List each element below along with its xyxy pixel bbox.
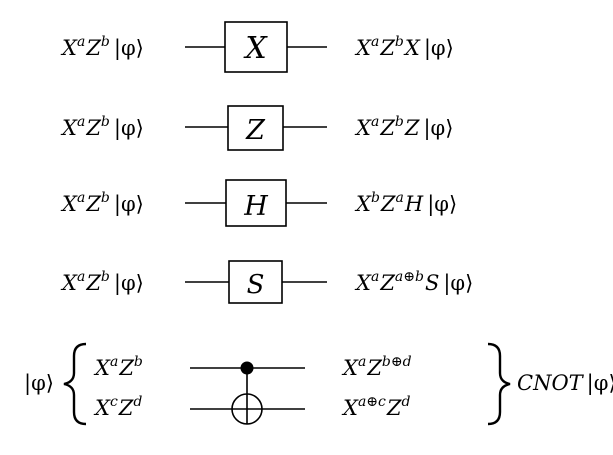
control-dot xyxy=(240,361,254,375)
gate-label: S xyxy=(247,270,265,300)
cnot-section: |φ⟩ XaZb XcZd XaZb⊕d Xa⊕cZd CNOT|φ⟩ xyxy=(24,342,613,426)
gate-row-s: XaZb|φ⟩ S XaZa⊕bS|φ⟩ xyxy=(60,260,473,304)
row-input-expression: XaZb|φ⟩ xyxy=(60,114,144,141)
cnot-output-top: XaZb⊕d xyxy=(341,354,412,380)
row-output-expression: XaZbX|φ⟩ xyxy=(354,34,454,61)
row-output-expression: XbZaH|φ⟩ xyxy=(354,190,457,217)
gate-box xyxy=(227,105,284,151)
row-output-expression: XaZbZ|φ⟩ xyxy=(354,114,453,141)
cnot-input-ket: |φ⟩ xyxy=(24,371,54,396)
left-brace xyxy=(63,342,87,426)
gate-label: X xyxy=(243,31,268,66)
cnot-input-bottom: XcZd xyxy=(93,394,142,420)
row-input-expression: XaZb|φ⟩ xyxy=(60,190,144,217)
gate-row-x: XaZb|φ⟩ X XaZbX|φ⟩ xyxy=(60,21,454,73)
target-oplus xyxy=(231,393,263,425)
gate-label: H xyxy=(243,191,268,222)
right-brace xyxy=(487,342,511,426)
row-input-expression: XaZb|φ⟩ xyxy=(60,34,144,61)
gate-row-h: XaZb|φ⟩ H XbZaH|φ⟩ xyxy=(60,179,457,227)
cnot-output-bottom: Xa⊕cZd xyxy=(341,394,410,420)
cnot-result-expression: CNOT|φ⟩ xyxy=(517,371,613,396)
gate-box xyxy=(225,179,287,227)
cnot-input-top: XaZb xyxy=(93,354,143,380)
row-input-expression: XaZb|φ⟩ xyxy=(60,269,144,296)
gate-label: Z xyxy=(245,115,266,146)
gate-row-z: XaZb|φ⟩ Z XaZbZ|φ⟩ xyxy=(60,105,453,151)
gate-box xyxy=(228,260,283,304)
row-output-expression: XaZa⊕bS|φ⟩ xyxy=(354,269,473,296)
